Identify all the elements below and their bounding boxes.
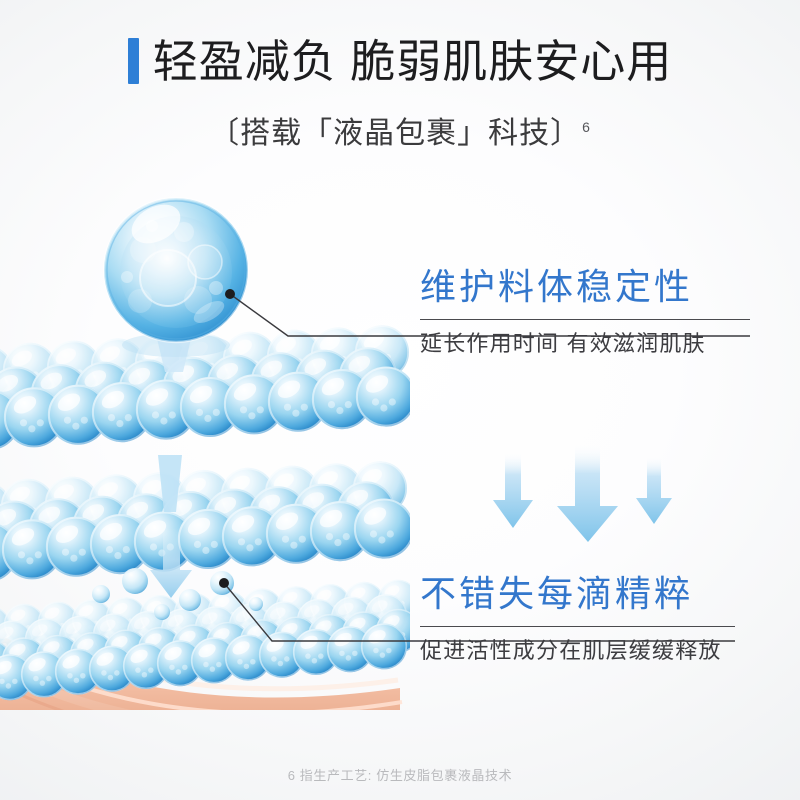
callout-subtitle: 延长作用时间 有效滋润肌肤 [420,330,706,356]
direction-arrows [493,444,672,542]
page-title: 轻盈减负 脆弱肌肤安心用 [0,38,800,84]
header: 轻盈减负 脆弱肌肤安心用 〔搭载「液晶包裹」科技〕6 [0,0,800,175]
callout-divider [420,318,750,320]
penetration-arrow [150,528,192,598]
callout-absorption: 不错失每滴精粹 促进活性成分在肌层缓缓释放 [420,575,735,664]
layer-stem [158,455,182,512]
sphere-row-middle [0,461,410,580]
subtitle-text: 〔搭载「液晶包裹」科技〕 [209,117,582,150]
hero-stem [152,318,196,372]
accent-bar-icon [127,38,139,84]
callout-title: 维护料体稳定性 [420,266,694,307]
headline-text: 轻盈减负 脆弱肌肤安心用 [152,35,673,87]
skin-surface [0,623,403,710]
subtitle-superscript: 6 [582,119,591,135]
callout-divider [420,625,735,627]
subtitle: 〔搭载「液晶包裹」科技〕6 [0,108,800,152]
free-droplets [92,568,263,620]
footnote: 6 指生产工艺: 仿生皮脂包裹液晶技术 [287,768,513,783]
callout-title: 不错失每滴精粹 [420,573,694,614]
callout-subtitle: 促进活性成分在肌层缓缓释放 [420,637,722,663]
hero-sphere [102,196,250,357]
sphere-row-top [0,325,410,449]
callout-stability: 维护料体稳定性 延长作用时间 有效滋润肌肤 [420,268,750,357]
sphere-bed-bottom [0,579,410,701]
